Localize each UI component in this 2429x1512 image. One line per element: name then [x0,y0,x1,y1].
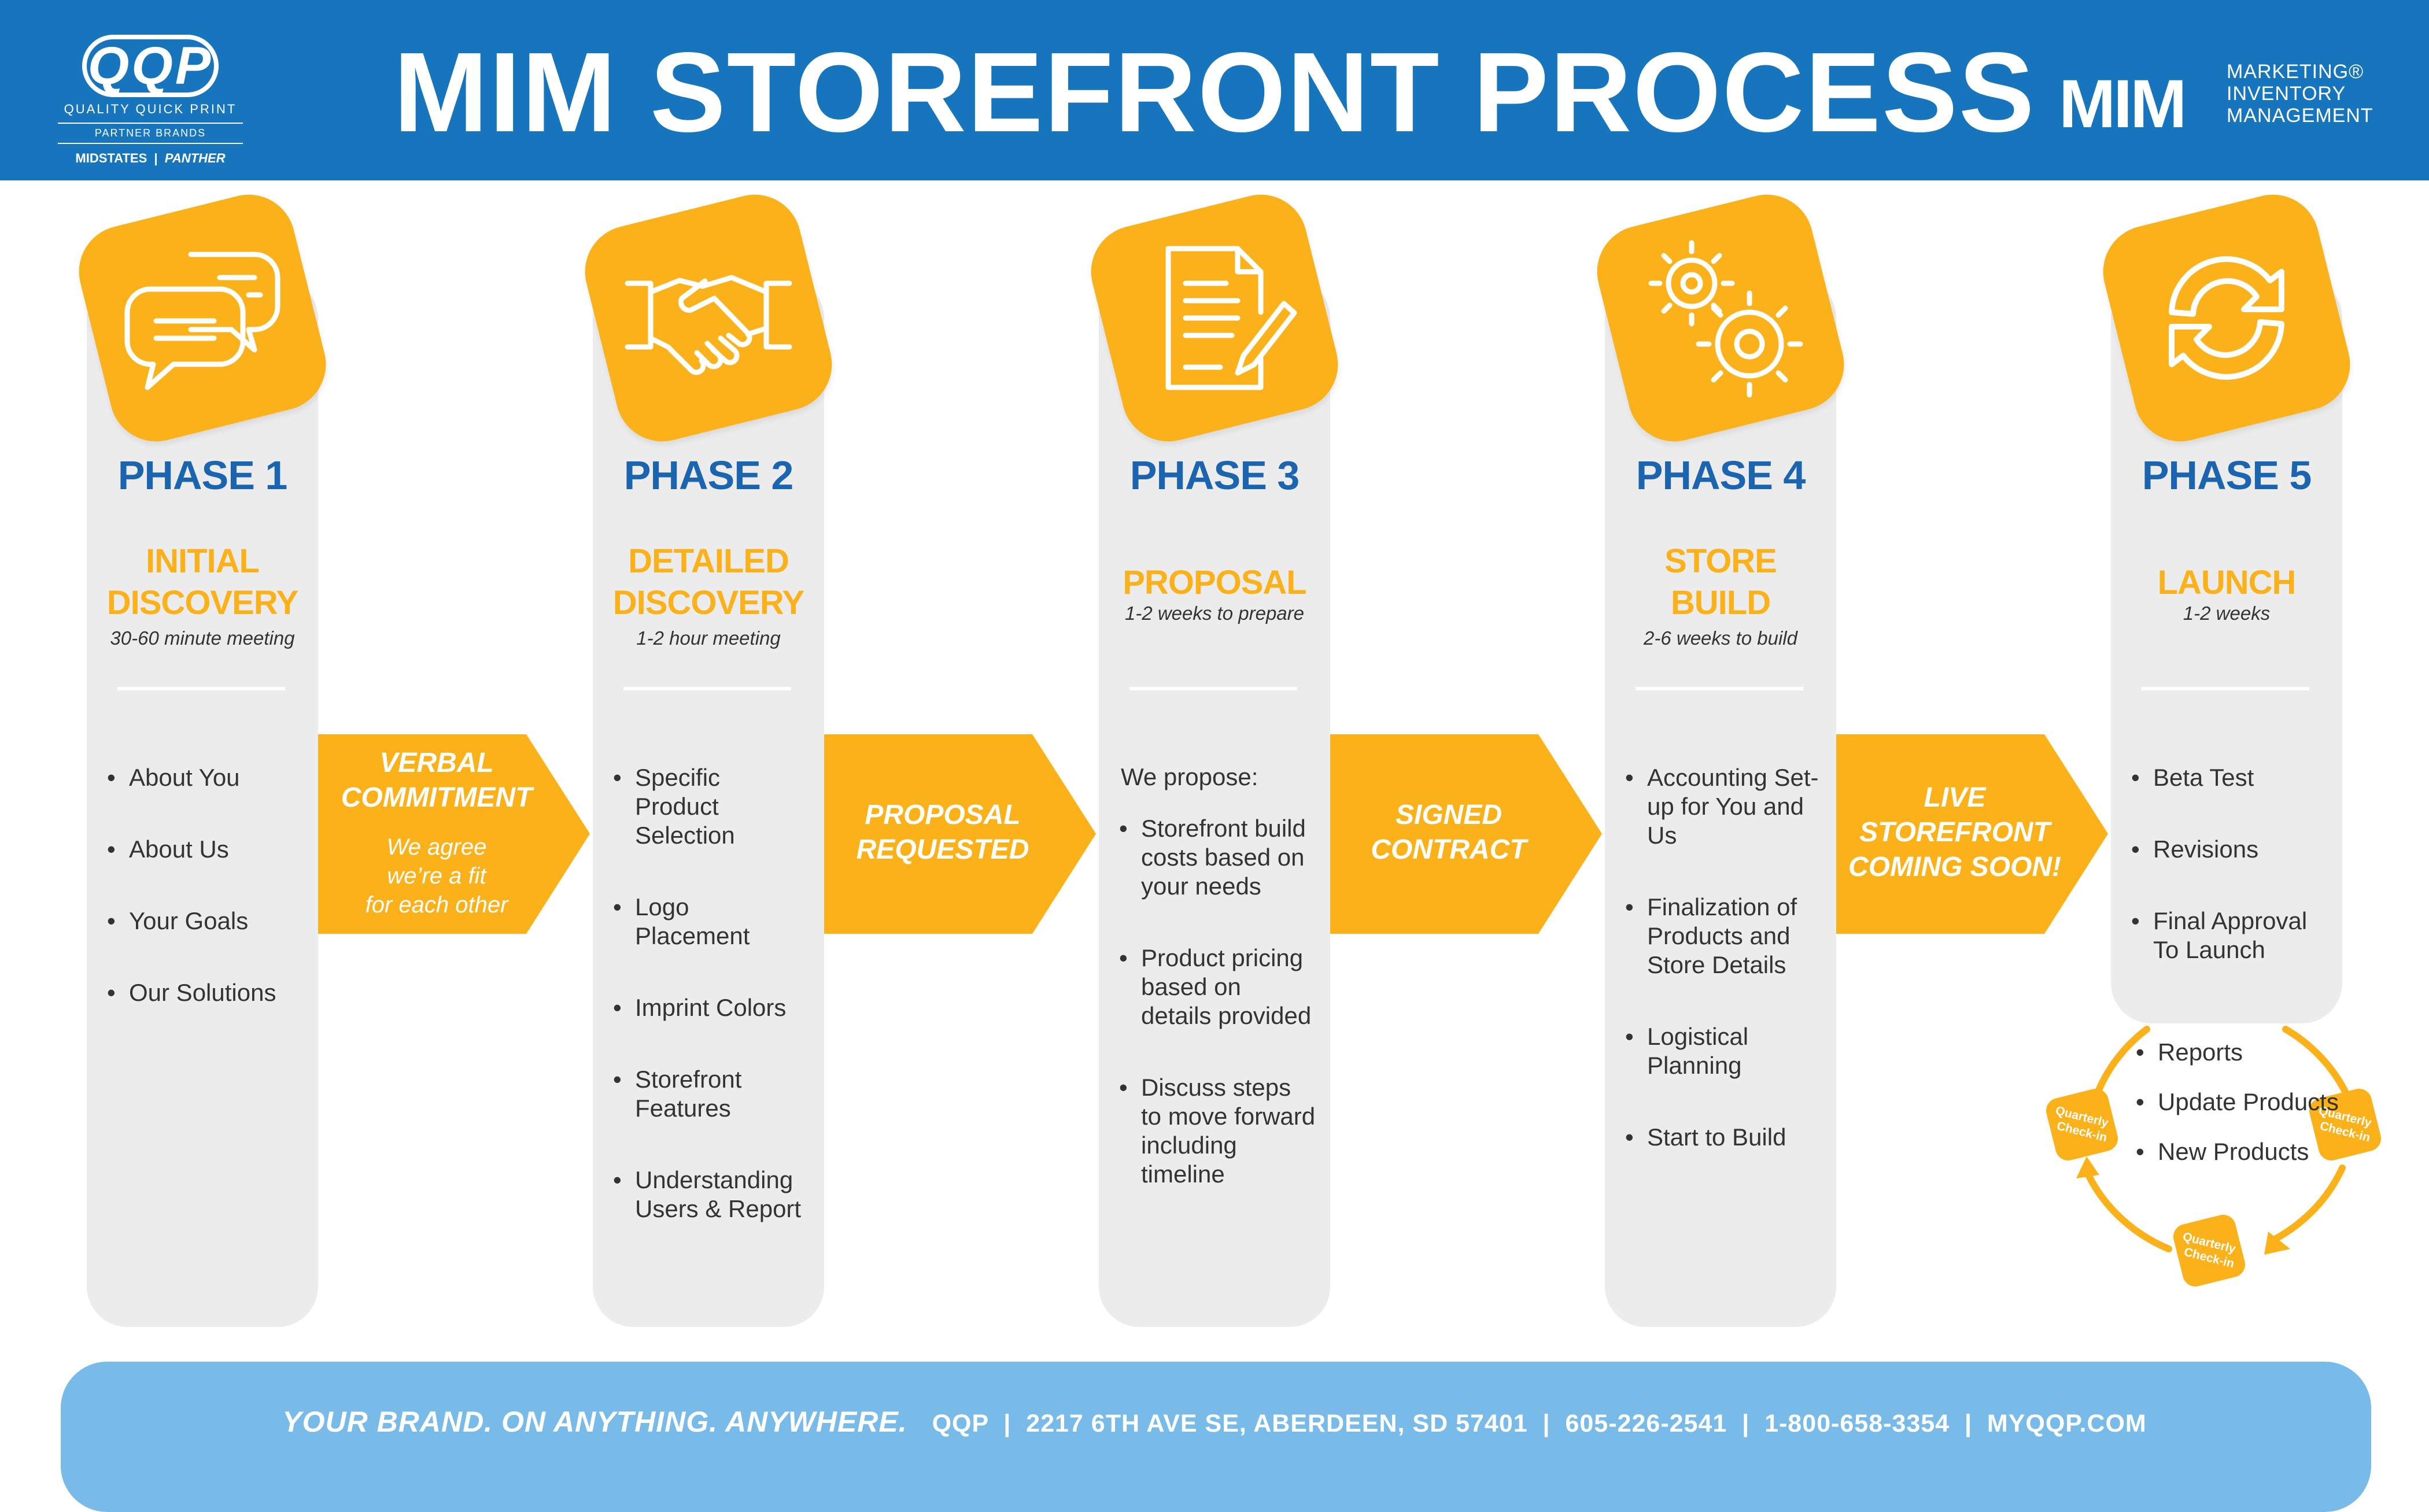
phase-4-label: PHASE 4 [1636,453,1806,498]
arrow-1-line1: VERBAL [379,748,494,778]
phase-1-bullets: About You About Us Your Goals Our Soluti… [107,763,304,1050]
phase-5-name: LAUNCH [2157,564,2297,601]
list-item: Product pricing based on details provide… [1119,944,1316,1030]
list-item: Reports [2136,1038,2344,1067]
phase-4-duration: 2-6 weeks to build [1644,627,1797,649]
arrow-2-line1: PROPOSAL [865,800,1021,830]
arrow-4-line1: LIVE [1924,782,1986,813]
list-item: Your Goals [107,907,304,936]
list-item: Start to Build [1625,1123,1822,1152]
list-item: Storefront build costs based on your nee… [1119,814,1316,901]
phase-3-divider [1129,687,1297,690]
phase-2-divider [623,687,791,690]
partner-brands-label: PARTNER BRANDS [58,123,243,144]
list-item: Our Solutions [107,978,304,1007]
list-item: Logistical Planning [1625,1022,1822,1080]
arrow-1-sub-2: we’re a fit [387,863,486,889]
list-item: Final Approval To Launch [2131,907,2328,964]
mim-logo-line1: MARKETING® [2227,61,2364,83]
arrow-proposal-requested [824,734,1096,934]
chat-bubbles-icon [124,252,280,390]
list-item: Specific Product Selection [613,763,810,850]
arrow-3-line2: CONTRACT [1371,834,1527,865]
footer-contact-details: QQP | 2217 6TH AVE SE, ABERDEEN, SD 5740… [932,1410,2147,1437]
list-item: About You [107,763,304,792]
handshake-icon [625,275,792,375]
arrow-1-sub-1: We agree [386,834,487,860]
phase-3-name: PROPOSAL [1123,564,1307,601]
list-item: Logo Placement [613,893,810,951]
list-item: About Us [107,835,304,864]
phase-1-column [87,278,318,1327]
phase-2-name-line1: DETAILED [628,542,789,580]
phase-5-divider [2142,687,2309,690]
list-item: Finalization of Products and Store Detai… [1625,893,1822,979]
list-item: Understanding Users & Report [613,1166,810,1223]
arrow-4-line2: STOREFRONT [1859,817,2050,848]
phase-3-duration: 1-2 weeks to prepare [1124,602,1304,624]
mim-logo-line3: MANAGEMENT [2227,105,2373,127]
arrow-4-line3: COMING SOON! [1848,852,2061,882]
phase-4-divider [1636,687,1803,690]
arrow-3-line1: SIGNED [1395,800,1503,830]
phase-2-name-line2: DISCOVERY [612,584,804,622]
partner-brands: MIDSTATES | PANTHER [75,151,226,165]
phase-1-name-line2: DISCOVERY [106,584,298,622]
arrow-live-storefront [1836,734,2108,934]
list-item: Update Products [2136,1088,2344,1117]
phase-4-name-line2: BUILD [1670,584,1771,622]
phase-2-bullets: Specific Product Selection Logo Placemen… [613,763,810,1266]
page-title: MIM STOREFRONT PROCESS [393,29,2036,156]
qqp-logo: QQP QUALITY QUICK PRINT PARTNER BRANDS M… [58,35,243,168]
phase-1-name-line1: INITIAL [146,542,260,580]
phase-5-label: PHASE 5 [2142,453,2312,498]
phase-3-label: PHASE 3 [1129,453,1300,498]
phase-4-bullets: Accounting Set-up for You and Us Finaliz… [1625,763,1822,1195]
document-pen-icon [1165,246,1297,390]
mim-logo-line2: INVENTORY [2227,83,2346,105]
phase-2-duration: 1-2 hour meeting [636,627,781,649]
list-item: Discuss steps to move forward including … [1119,1073,1316,1189]
list-item: Imprint Colors [613,993,810,1022]
mim-logo-text: MARKETING® INVENTORY MANAGEMENT [2227,61,2400,127]
list-item: Accounting Set-up for You and Us [1625,763,1822,850]
arrow-signed-contract [1330,734,1602,934]
list-item: Beta Test [2131,763,2328,792]
qqp-logo-subtitle: QUALITY QUICK PRINT [64,102,237,116]
quarterly-items: Reports Update Products New Products [2136,1038,2344,1187]
footer-tagline: YOUR BRAND. ON ANYTHING. ANYWHERE. [282,1406,907,1438]
arrow-2-line2: REQUESTED [856,834,1029,865]
list-item: Storefront Features [613,1065,810,1123]
list-item: New Products [2136,1137,2344,1166]
phase-4-name-line1: STORE [1664,542,1777,580]
phase-3-bullets: Storefront build costs based on your nee… [1119,814,1316,1232]
mim-logo-mark: MIM [2059,66,2187,142]
phase-1-divider [117,687,285,690]
list-item: Revisions [2131,835,2328,864]
phase-5-bullets: Beta Test Revisions Final Approval To La… [2131,763,2328,1007]
arrow-1-sub-3: for each other [365,892,508,918]
phase-1-label: PHASE 1 [117,453,288,498]
header-bar [0,0,2429,180]
arrow-verbal-commitment [318,734,590,934]
phase-2-label: PHASE 2 [623,453,794,498]
phase-3-intro: We propose: [1121,763,1258,790]
phase-5-duration: 1-2 weeks [2183,602,2271,624]
partner-panther: PANTHER [164,151,226,165]
refresh-icon [2169,256,2284,380]
footer-content: YOUR BRAND. ON ANYTHING. ANYWHERE. QQP |… [0,1405,2429,1439]
phase-1-duration: 30-60 minute meeting [110,627,295,649]
partner-midstates: MIDSTATES [75,151,147,165]
qqp-logo-mark: QQP [82,35,219,97]
gears-icon [1648,240,1803,398]
arrow-1-line2: COMMITMENT [341,782,533,813]
